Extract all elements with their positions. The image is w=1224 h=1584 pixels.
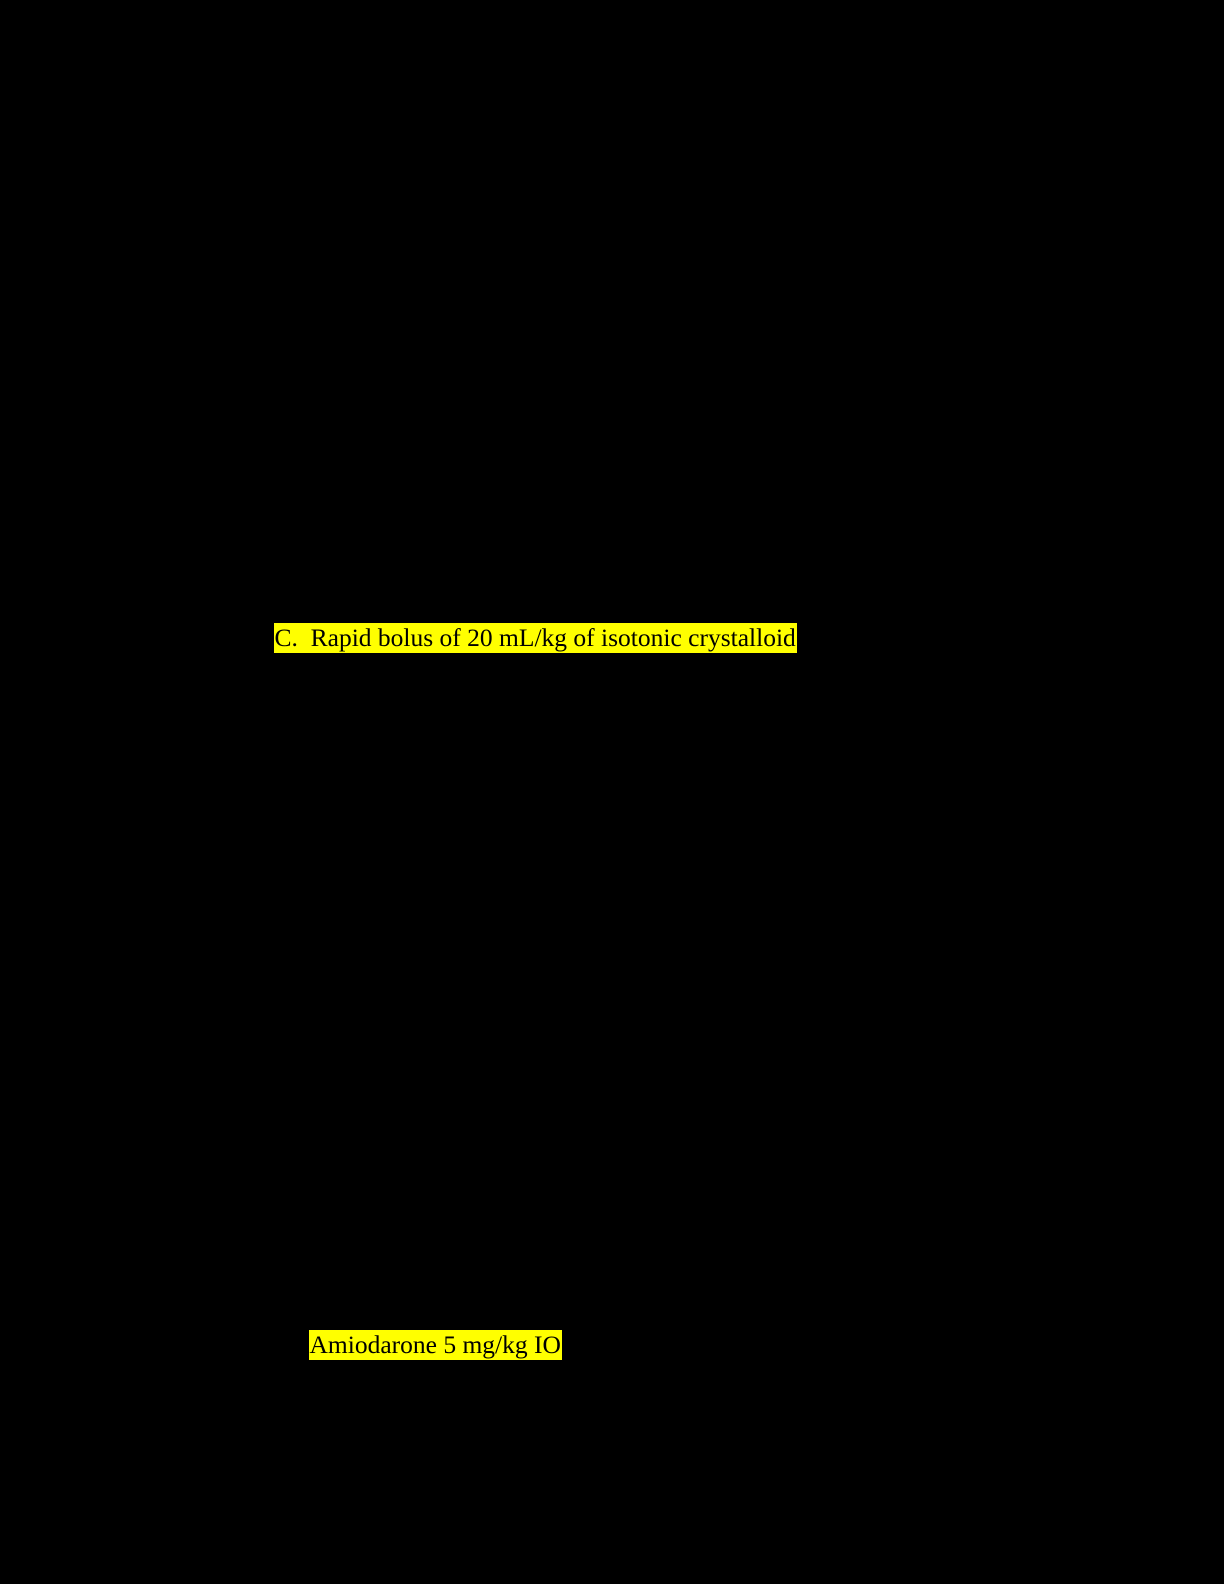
highlighted-medication-amiodarone[interactable]: Amiodarone 5 mg/kg IO: [283, 1304, 562, 1386]
highlight-amiodarone-text: Amiodarone 5 mg/kg IO: [308, 1329, 562, 1360]
highlighted-answer-option-c[interactable]: C. Rapid bolus of 20 mL/kg of isotonic c…: [248, 597, 797, 679]
highlight-crystalloid-text: C. Rapid bolus of 20 mL/kg of isotonic c…: [273, 622, 797, 653]
